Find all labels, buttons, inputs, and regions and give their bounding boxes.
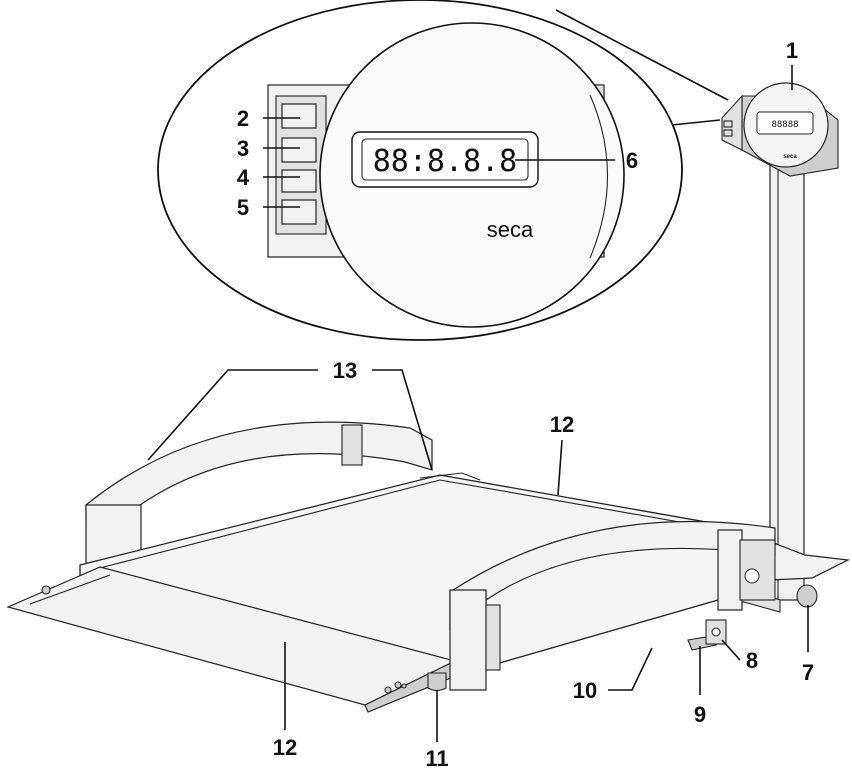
callout-4: 4 — [237, 165, 250, 190]
callout-6: 6 — [626, 148, 638, 173]
callout-12-bottom: 12 — [273, 735, 297, 760]
button-5[interactable] — [281, 199, 317, 225]
callout-1: 1 — [786, 38, 798, 63]
callout-5: 5 — [237, 195, 249, 220]
svg-text:seca: seca — [783, 154, 797, 160]
callout-2: 2 — [237, 106, 249, 131]
callout-10: 10 — [573, 678, 597, 703]
callout-3: 3 — [237, 136, 249, 161]
button-3[interactable] — [281, 137, 317, 163]
display-housing-zoom: 88:8.8.8 seca — [267, 22, 625, 328]
callout-12-top: 12 — [550, 412, 574, 437]
lcd-readout: 88:8.8.8 — [373, 144, 518, 179]
button-2[interactable] — [281, 103, 317, 129]
callout-11: 11 — [425, 746, 448, 771]
display-head-unit: 88888 seca — [721, 82, 839, 177]
button-4[interactable] — [281, 169, 317, 193]
svg-text:88888: 88888 — [771, 120, 798, 130]
callout-labels: 1 2 3 4 5 6 13 12 7 8 9 10 12 11 — [237, 38, 814, 771]
callout-8: 8 — [746, 648, 758, 673]
leader-lines — [147, 65, 809, 742]
scale-platform — [6, 421, 851, 713]
callout-13: 13 — [333, 358, 357, 383]
callout-7: 7 — [802, 660, 814, 685]
brand-logo: seca — [487, 217, 534, 242]
callout-9: 9 — [694, 702, 706, 727]
